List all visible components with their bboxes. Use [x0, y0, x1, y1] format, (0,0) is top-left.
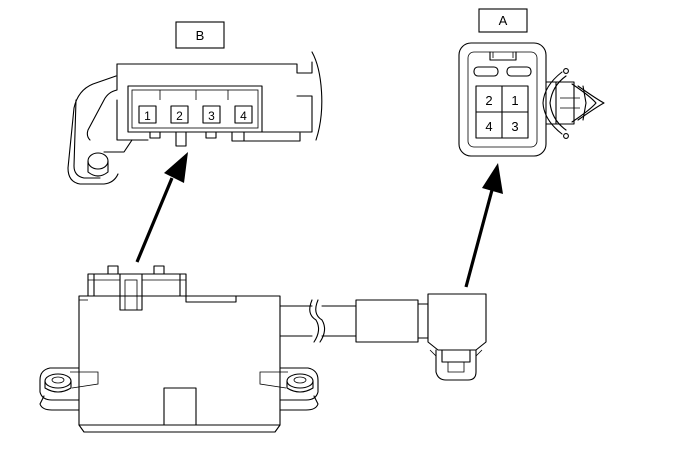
connector-b-pin-2-label: 2 [176, 109, 183, 123]
connector-a-clip [542, 68, 605, 139]
connector-b-pin-3-label: 3 [208, 109, 215, 123]
connector-b-pin-4 [234, 105, 253, 124]
arrow-to-connector-a [464, 163, 503, 288]
connector-a-pin-1-label: 1 [511, 93, 518, 108]
component-body [39, 265, 319, 433]
connector-b-view: 1 2 3 4 [67, 51, 323, 185]
harness-connector [427, 293, 487, 381]
connector-b-pin-3 [202, 105, 221, 124]
connector-b-pin-1-label: 1 [144, 109, 151, 123]
callout-a: A [478, 8, 528, 33]
connector-a-pin-3-label: 3 [511, 119, 518, 134]
connector-b-pin-2 [170, 105, 189, 124]
callout-b: B [175, 21, 225, 49]
connector-a-pin-4-label: 4 [485, 119, 492, 134]
connector-a-view: 2 1 4 3 [458, 42, 605, 157]
connector-a-pin-2-label: 2 [485, 93, 492, 108]
callout-a-label: A [499, 13, 508, 28]
wire-harness [279, 299, 429, 343]
connector-b-pin-1 [138, 105, 157, 124]
callout-b-label: B [196, 28, 205, 43]
connector-b-pin-4-label: 4 [240, 109, 247, 123]
arrow-to-connector-b [135, 152, 188, 263]
